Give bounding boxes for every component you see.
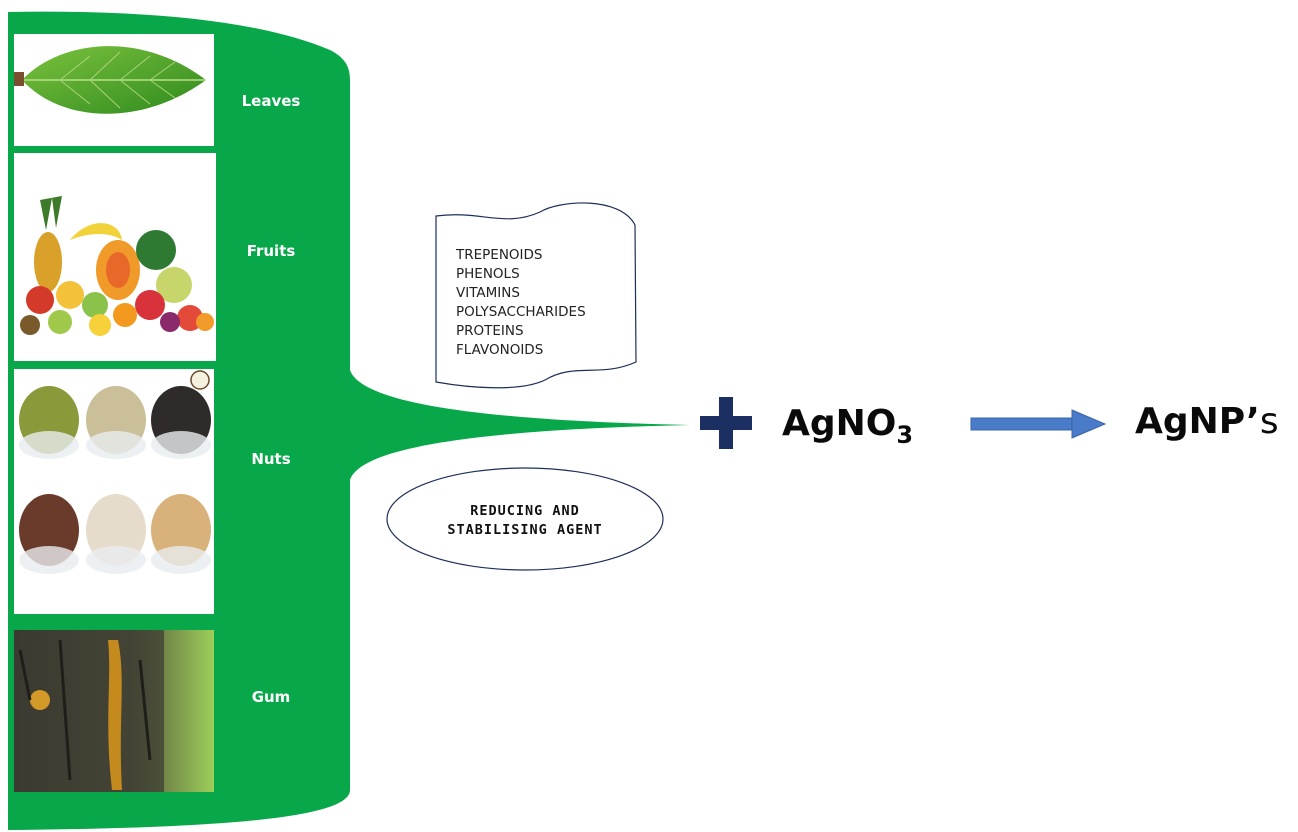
phytochemical-item: FLAVONOIDS xyxy=(456,342,544,358)
phytochemical-item: PHENOLS xyxy=(456,266,520,282)
reagent-subscript: 3 xyxy=(896,421,914,449)
phytochemical-item: VITAMINS xyxy=(456,285,520,301)
product-formula: AgNP’s xyxy=(1135,402,1279,442)
phytochemical-item: TREPENOIDS xyxy=(456,247,543,263)
product-suffix: s xyxy=(1259,401,1279,442)
fruits-image xyxy=(14,153,216,361)
plus-icon xyxy=(700,397,752,449)
phytochemicals-list: TREPENOIDS PHENOLS VITAMINS POLYSACCHARI… xyxy=(456,246,586,360)
phytochemical-item: PROTEINS xyxy=(456,323,524,339)
gum-image xyxy=(14,630,214,792)
agent-label: REDUCING AND STABILISING AGENT xyxy=(400,502,650,540)
agent-label-line2: STABILISING AGENT xyxy=(447,522,603,538)
source-label-nuts: Nuts xyxy=(251,450,291,468)
agent-ellipse xyxy=(386,467,664,571)
leaf-image xyxy=(14,34,214,146)
product-label: AgNP’ xyxy=(1135,401,1260,442)
phytochemicals-scroll xyxy=(435,202,637,389)
nuts-image xyxy=(14,369,214,614)
phytochemical-item: POLYSACCHARIDES xyxy=(456,304,586,320)
agent-label-line1: REDUCING AND xyxy=(470,503,580,519)
reagent-label: AgNO xyxy=(782,403,897,444)
source-label-gum: Gum xyxy=(251,688,291,706)
right-arrow-icon xyxy=(970,409,1107,439)
source-label-fruits: Fruits xyxy=(246,242,296,260)
source-label-leaves: Leaves xyxy=(241,92,301,110)
reagent-formula: AgNO3 xyxy=(782,403,913,448)
